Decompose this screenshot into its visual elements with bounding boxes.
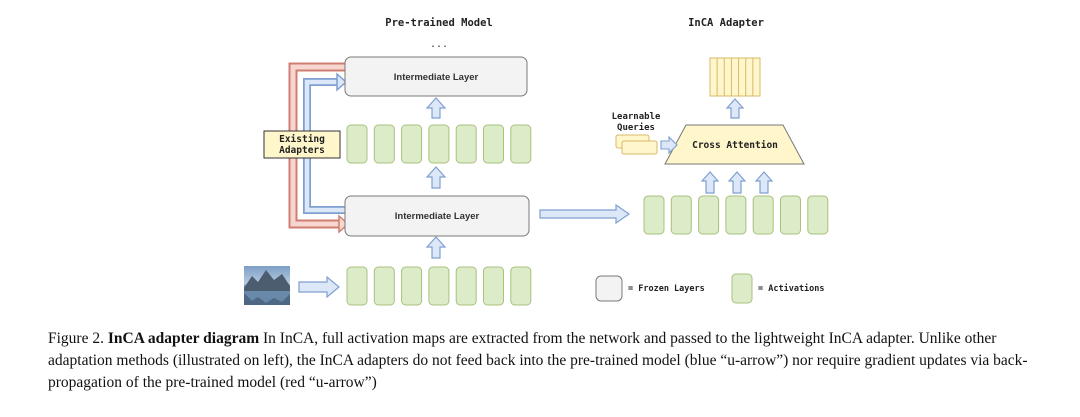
up-arrow-inca-1 bbox=[700, 171, 720, 194]
input-image bbox=[244, 266, 290, 305]
activation-row-inca bbox=[643, 195, 829, 235]
activation-upper-3 bbox=[401, 124, 423, 164]
activation-inca-7 bbox=[807, 195, 829, 235]
intermediate-layer-bottom-label: Intermediate Layer bbox=[395, 211, 480, 222]
intermediate-layer-bottom: Intermediate Layer bbox=[344, 195, 530, 237]
activation-upper-1 bbox=[346, 124, 368, 164]
learnable-queries-label-line1: Learnable bbox=[612, 112, 661, 122]
activation-lower-4 bbox=[428, 266, 450, 306]
pretrained-model-title: Pre-trained Model bbox=[385, 17, 492, 29]
legend-frozen-label: = Frozen Layers bbox=[628, 284, 705, 294]
cross-attention-label: Cross Attention bbox=[692, 140, 778, 151]
activation-upper-4 bbox=[428, 124, 450, 164]
intermediate-layer-top: Intermediate Layer bbox=[344, 56, 528, 97]
up-arrow-inca-3 bbox=[754, 171, 774, 194]
inca-adapter-diagram: Pre-trained Model ... InCA Adapter Exist… bbox=[244, 17, 829, 306]
activation-upper-7 bbox=[510, 124, 532, 164]
up-arrow-to-upper-activations bbox=[425, 166, 447, 189]
figure-caption: Figure 2. InCA adapter diagram In InCA, … bbox=[48, 328, 1058, 394]
legend-activations-label: = Activations bbox=[758, 283, 825, 294]
up-arrow-to-output bbox=[725, 98, 745, 119]
cross-attention-block: Cross Attention bbox=[664, 124, 805, 165]
activation-inca-2 bbox=[670, 195, 692, 235]
activation-inca-3 bbox=[698, 195, 720, 235]
activation-inca-5 bbox=[752, 195, 774, 235]
learnable-queries-label-line2: Queries bbox=[617, 122, 655, 133]
existing-adapters-label-line1: Existing bbox=[279, 134, 325, 145]
intermediate-layer-top-label: Intermediate Layer bbox=[394, 72, 479, 83]
legend: = Frozen Layers = Activations bbox=[595, 273, 825, 304]
activation-inca-1 bbox=[643, 195, 665, 235]
caption-label: Figure 2. bbox=[48, 330, 104, 347]
activation-lower-3 bbox=[401, 266, 423, 306]
legend-frozen-swatch bbox=[595, 275, 623, 302]
output-tokens-frame bbox=[709, 57, 761, 97]
activation-inca-4 bbox=[725, 195, 747, 235]
input-arrow bbox=[298, 275, 340, 299]
activation-upper-6 bbox=[483, 124, 504, 164]
activation-lower-1 bbox=[346, 266, 368, 306]
activation-lower-7 bbox=[510, 266, 532, 306]
activation-row-lower bbox=[346, 266, 532, 306]
activation-inca-6 bbox=[780, 195, 801, 235]
ellipsis: ... bbox=[430, 39, 448, 50]
learnable-queries: Learnable Queries bbox=[612, 112, 678, 155]
inca-adapter-title: InCA Adapter bbox=[688, 17, 764, 29]
legend-activations-swatch bbox=[731, 273, 753, 304]
activation-lower-5 bbox=[455, 266, 477, 306]
caption-text: In InCA, full activation maps are extrac… bbox=[48, 330, 1028, 391]
activation-upper-5 bbox=[455, 124, 477, 164]
up-arrow-to-bottom-layer bbox=[425, 236, 447, 259]
existing-adapters-label-line2: Adapters bbox=[279, 145, 325, 156]
up-arrow-inca-2 bbox=[727, 171, 747, 194]
up-arrow-to-top-layer bbox=[425, 97, 447, 119]
activation-lower-6 bbox=[483, 266, 504, 306]
existing-adapters-box: Existing Adapters bbox=[263, 130, 341, 159]
arrow-to-inca bbox=[539, 203, 631, 225]
activation-lower-2 bbox=[373, 266, 395, 306]
caption-bold: InCA adapter diagram bbox=[107, 330, 260, 347]
activation-row-upper bbox=[346, 124, 532, 164]
activation-upper-2 bbox=[373, 124, 395, 164]
output-tokens bbox=[709, 57, 761, 97]
